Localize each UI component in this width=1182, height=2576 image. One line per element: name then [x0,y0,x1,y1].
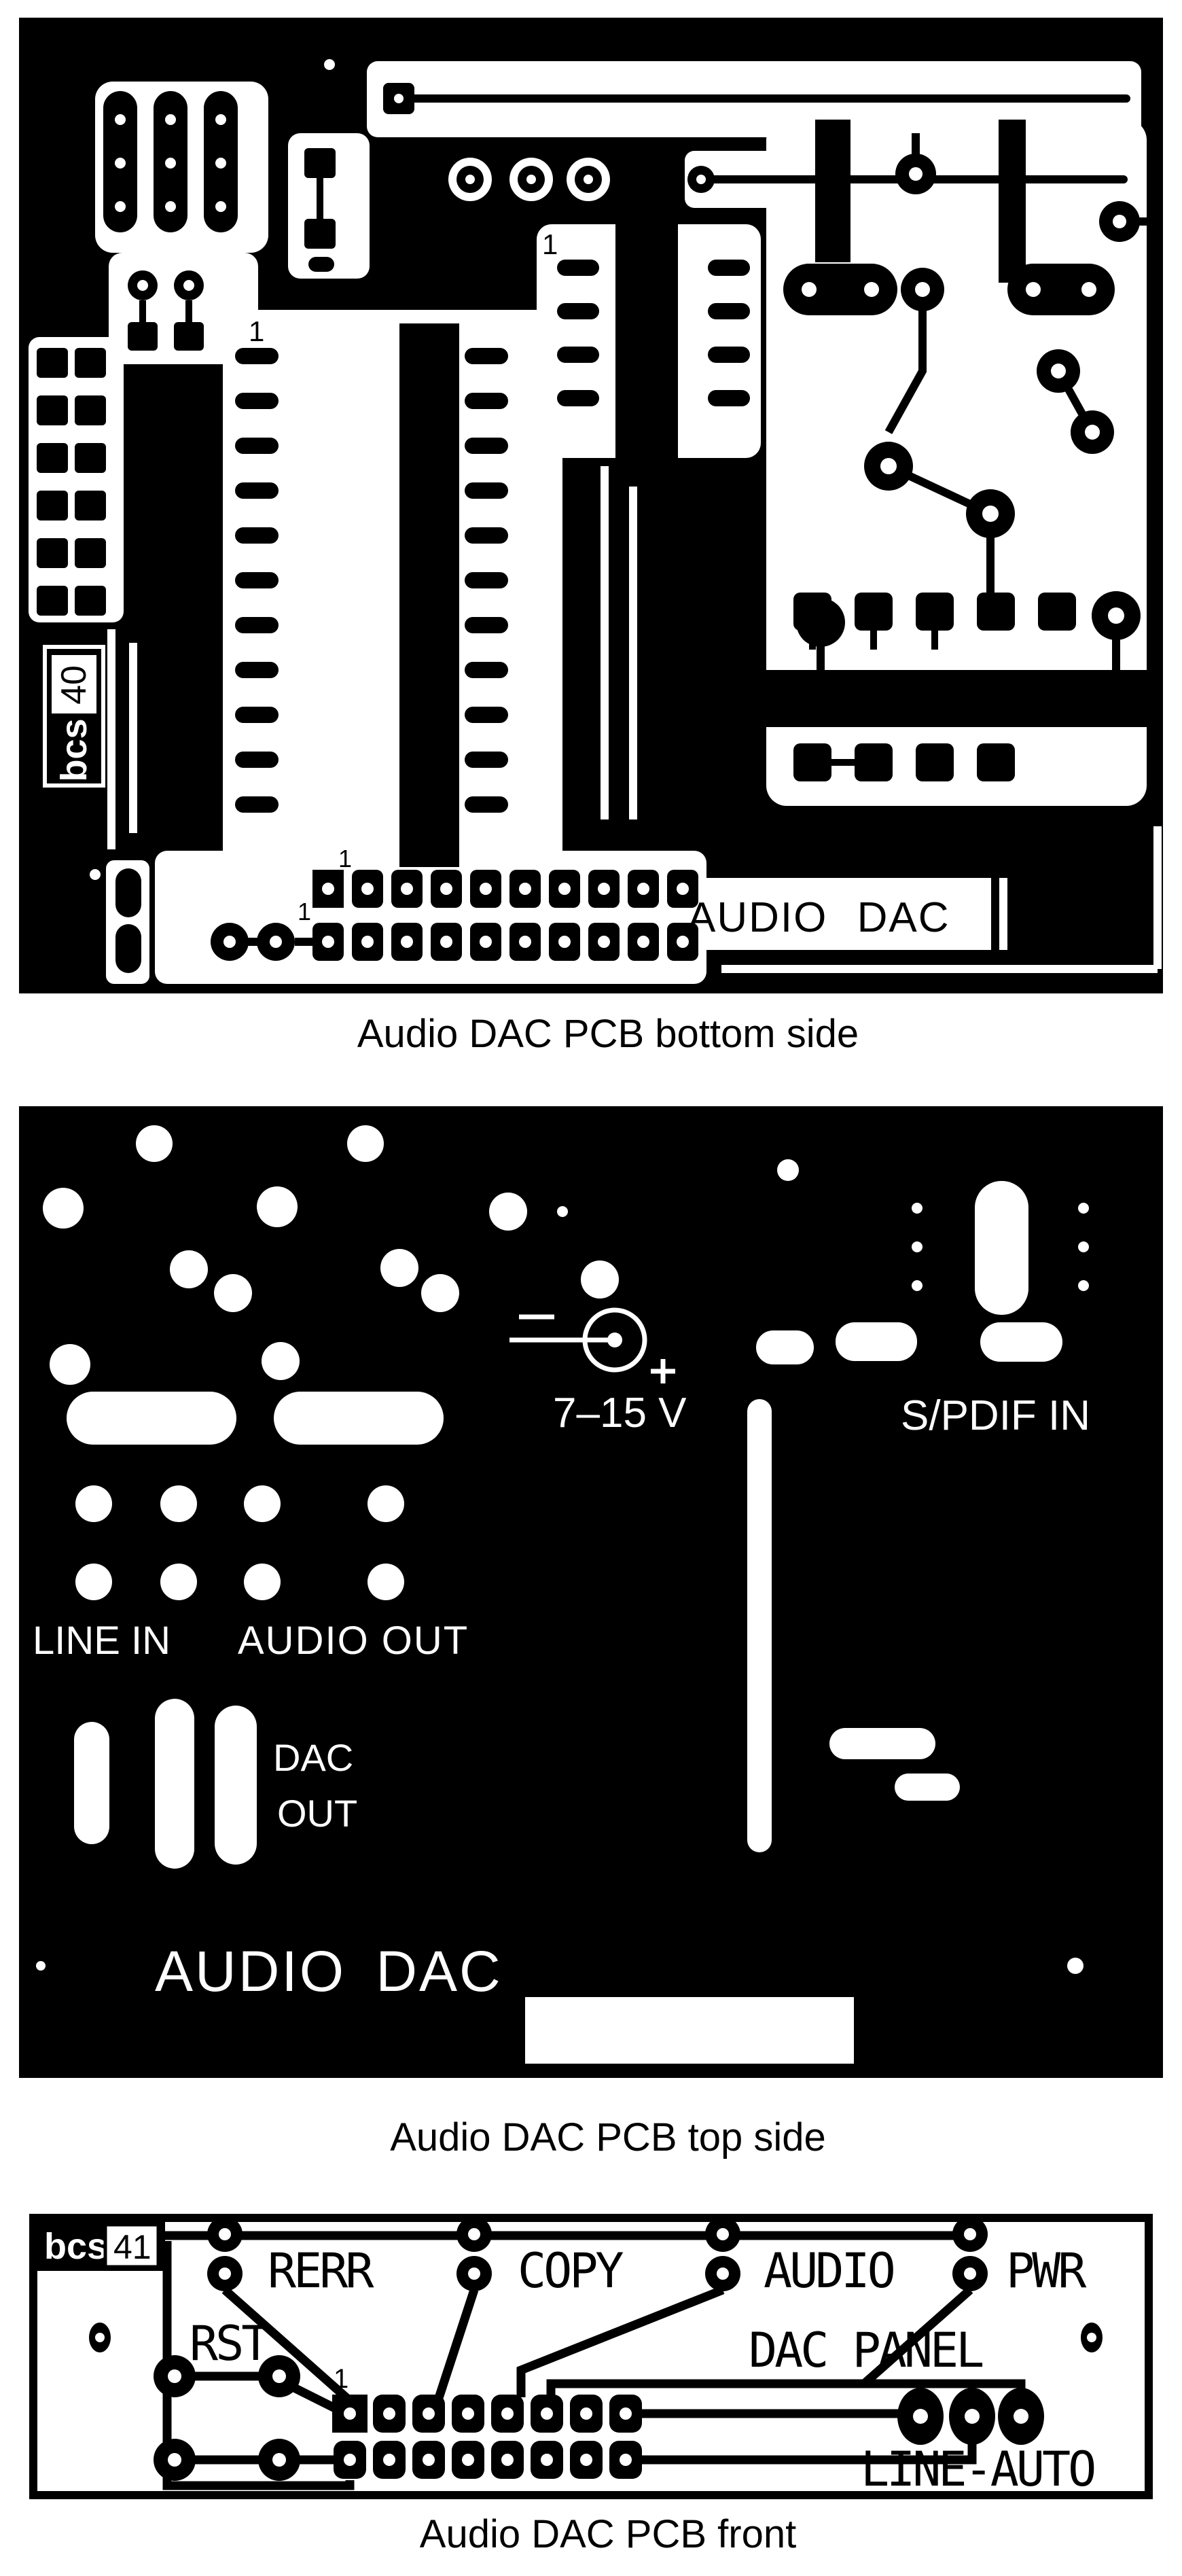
pwr-label: PWR [1006,2243,1087,2299]
spdif-connector-holes [912,1181,1089,1315]
trace-channels [107,466,1162,973]
copy-label: COPY [518,2243,623,2299]
silkscreen-labels: RERR COPY AUDIO PWR RST DAC PANEL LINE-A… [190,2243,1097,2497]
dac-out-label-line2: OUT [277,1792,357,1835]
brand-number: 41 [113,2228,151,2266]
pcb-front-panel: bcs 41 [29,2214,1153,2499]
idc-connector-holes [115,114,226,212]
idc-connector-footprint [103,91,238,232]
connector-slot [975,1181,1028,1315]
audio-out-label: AUDIO OUT [238,1619,469,1663]
board-title-text: AUDIO DAC [687,894,950,941]
caption-top-side: Audio DAC PCB top side [390,2115,826,2159]
brand-name: bcs [44,2226,107,2267]
mounting-hole [324,59,335,70]
dc-polarity-center-pin [607,1333,622,1347]
smd-pad-strip [37,348,106,616]
dac-out-label-line1: DAC [273,1736,353,1779]
pin1-marker: 1 [542,228,558,260]
led-pads [207,2217,988,2291]
rerr-label: RERR [268,2243,374,2299]
bottom-header-footprint [115,868,698,973]
mounting-hole [90,869,101,880]
line-in-label: LINE IN [33,1619,171,1663]
pin1-markers: 1 1 1 1 [249,228,558,925]
drill-holes [36,1125,1084,1974]
caption-front: Audio DAC PCB front [419,2512,797,2556]
spdif-label: S/PDIF IN [901,1392,1090,1439]
brand-number: 40 [54,665,94,705]
rst-label: RST [190,2316,269,2371]
brand-logo: bcs 41 [36,2221,165,2271]
dac-panel-label: DAC PANEL [749,2323,982,2378]
pin1-marker: 1 [334,2364,348,2394]
brand-name: bcs [54,718,94,781]
mounting-hole [1111,109,1122,120]
board-title-text: AUDIO DAC [155,1939,503,2003]
header-pads [332,2395,642,2479]
brand-logo: 40 bcs [43,645,105,788]
jack-pads [897,2388,1044,2445]
pin1-marker: 1 [249,315,264,347]
soic-ic-footprint [557,193,750,465]
connector-slots [67,1322,1062,2064]
right-field-components [766,120,1147,781]
rst-button-pads [154,2355,300,2481]
pin1-marker: 1 [338,845,352,872]
pin1-marker: 1 [298,898,311,925]
audio-label: AUDIO [764,2243,894,2299]
line-auto-label: LINE-AUTO [861,2441,1094,2497]
dc-polarity-icon [509,1307,675,1383]
dip-ic-footprint [235,323,508,867]
pcb-bottom-panel: 1 1 1 1 AUDIO DAC 40 bcs [19,18,1163,993]
silkscreen-labels: 7–15 V S/PDIF IN LINE IN AUDIO OUT DAC O… [33,1390,1090,2003]
caption-bottom-side: Audio DAC PCB bottom side [357,1012,859,1056]
pcb-top-panel: 7–15 V S/PDIF IN LINE IN AUDIO OUT DAC O… [19,1106,1163,2078]
mounting-pads [89,2323,1103,2352]
mounting-hole [963,76,973,87]
power-range-label: 7–15 V [553,1390,687,1436]
